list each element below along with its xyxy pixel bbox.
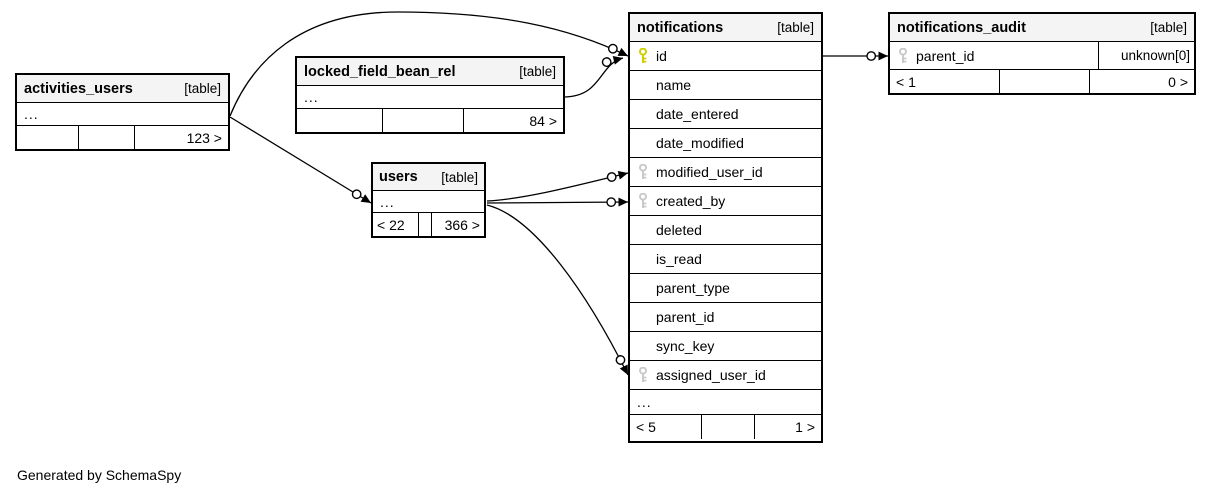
- table-footer: < 22 366 >: [373, 213, 484, 236]
- column-row-is-read[interactable]: is_read: [630, 245, 821, 274]
- footer-middle-cell: [79, 126, 135, 149]
- table-type-tag: [table]: [777, 20, 814, 35]
- table-footer: < 5 1 >: [630, 415, 821, 439]
- column-row-date-modified[interactable]: date_modified: [630, 129, 821, 158]
- column-row-parent-id[interactable]: parent_id: [630, 303, 821, 332]
- elided-columns-row: ...: [630, 390, 821, 415]
- foreign-key-icon: [630, 193, 656, 209]
- footer-children-cell: < 22: [373, 213, 419, 236]
- footer-parents-cell: 0 >: [1168, 73, 1188, 90]
- column-row-parent-id[interactable]: parent_id unknown[0]: [890, 42, 1194, 70]
- relationship-activities-users-to-notifications-id: [229, 11, 629, 117]
- generated-by-note: Generated by SchemaSpy: [17, 467, 182, 483]
- elided-columns-row: ...: [17, 103, 228, 126]
- table-title: notifications: [637, 19, 724, 36]
- column-name: sync_key: [656, 338, 715, 354]
- relationship-users-to-notifications-created-by: [486, 197, 629, 208]
- column-name: is_read: [656, 251, 702, 267]
- table-footer: 123 >: [17, 126, 228, 149]
- foreign-key-icon: [890, 47, 916, 64]
- table-activities-users-header[interactable]: activities_users [table]: [17, 75, 228, 103]
- ellipsis-text: ...: [637, 394, 652, 410]
- table-footer: 84 >: [297, 109, 563, 132]
- relationship-activities-users-to-users: [229, 116, 372, 204]
- footer-children-cell: [297, 109, 383, 132]
- column-row-sync-key[interactable]: sync_key: [630, 332, 821, 361]
- ellipsis-text: ...: [304, 89, 319, 105]
- column-name: created_by: [656, 193, 726, 209]
- footer-children-cell: [17, 126, 79, 149]
- table-type-tag: [table]: [441, 169, 478, 185]
- footer-parents-cell: 1 >: [795, 419, 815, 435]
- relationship-users-to-notifications-modified-user-id: [486, 170, 629, 202]
- table-locked-field-bean-rel[interactable]: locked_field_bean_rel [table] ... 84 >: [295, 56, 565, 134]
- footer-parents-cell: 123 >: [186, 129, 222, 146]
- column-row-deleted[interactable]: deleted: [630, 216, 821, 245]
- footer-children-cell: < 5: [630, 415, 702, 439]
- table-title: users: [379, 169, 418, 185]
- footer-children-cell: < 1: [890, 70, 1000, 93]
- ellipsis-text: ...: [380, 193, 395, 210]
- column-name: parent_type: [656, 280, 730, 296]
- column-name: parent_id: [656, 309, 715, 325]
- column-name: id: [656, 48, 667, 64]
- column-type: unknown[0]: [1098, 42, 1194, 69]
- foreign-key-icon: [630, 367, 656, 383]
- column-row-id[interactable]: id: [630, 42, 821, 71]
- table-activities-users[interactable]: activities_users [table] ... 123 >: [15, 73, 230, 151]
- table-users-header[interactable]: users [table]: [373, 164, 484, 191]
- column-name: name: [656, 77, 692, 93]
- footer-middle-cell: [702, 415, 755, 439]
- column-name: date_entered: [656, 106, 739, 122]
- footer-middle-cell: [419, 213, 432, 236]
- column-row-assigned-user-id[interactable]: assigned_user_id: [630, 361, 821, 390]
- elided-columns-row: ...: [297, 86, 563, 109]
- relationship-locked-field-bean-rel-to-notifications-id: [564, 56, 624, 98]
- table-title: notifications_audit: [897, 19, 1026, 36]
- table-notifications-audit-header[interactable]: notifications_audit [table]: [890, 14, 1194, 42]
- primary-key-icon: [630, 48, 656, 64]
- table-notifications[interactable]: notifications [table] id name date_enter…: [628, 12, 823, 443]
- table-notifications-header[interactable]: notifications [table]: [630, 14, 821, 42]
- column-name: modified_user_id: [656, 164, 763, 180]
- foreign-key-icon: [630, 164, 656, 180]
- column-name: assigned_user_id: [656, 367, 766, 383]
- table-title: activities_users: [24, 80, 133, 97]
- table-type-tag: [table]: [519, 64, 556, 79]
- table-users[interactable]: users [table] ... < 22 366 >: [371, 162, 486, 238]
- footer-middle-cell: [383, 109, 464, 132]
- ellipsis-text: ...: [24, 106, 39, 122]
- table-type-tag: [table]: [1150, 20, 1187, 35]
- column-name: date_modified: [656, 135, 744, 151]
- column-row-created-by[interactable]: created_by: [630, 187, 821, 216]
- table-type-tag: [table]: [184, 81, 221, 96]
- table-locked-field-bean-rel-header[interactable]: locked_field_bean_rel [table]: [297, 58, 563, 86]
- column-name: deleted: [656, 222, 702, 238]
- footer-middle-cell: [1000, 70, 1090, 93]
- elided-columns-row: ...: [373, 191, 484, 213]
- column-row-parent-type[interactable]: parent_type: [630, 274, 821, 303]
- column-name: parent_id: [916, 47, 975, 64]
- column-row-date-entered[interactable]: date_entered: [630, 100, 821, 129]
- column-row-modified-user-id[interactable]: modified_user_id: [630, 158, 821, 187]
- table-footer: < 1 0 >: [890, 70, 1194, 93]
- footer-parents-cell: 84 >: [529, 112, 557, 129]
- relationship-users-to-notifications-assigned-user-id: [486, 204, 629, 376]
- table-notifications-audit[interactable]: notifications_audit [table] parent_id un…: [888, 12, 1196, 95]
- table-title: locked_field_bean_rel: [304, 63, 456, 80]
- column-row-name[interactable]: name: [630, 71, 821, 100]
- footer-parents-cell: 366 >: [444, 216, 480, 233]
